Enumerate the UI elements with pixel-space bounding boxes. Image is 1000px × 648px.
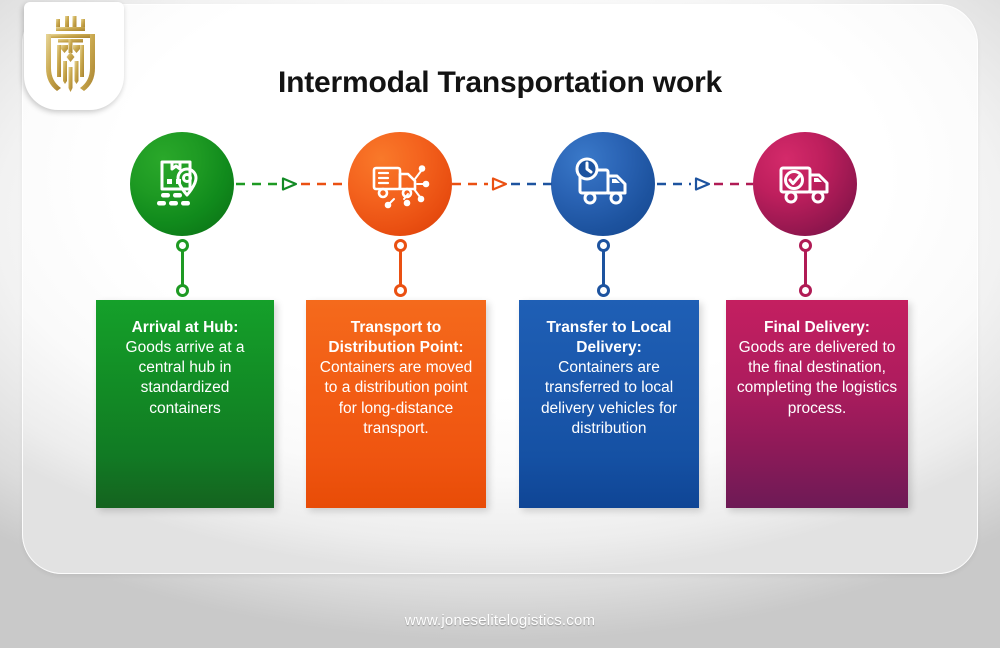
stem-line (398, 244, 402, 290)
step-4-stem (753, 236, 857, 298)
connector-1 (236, 177, 348, 191)
triangle-right-icon (491, 177, 508, 191)
stem-ring-top (596, 239, 610, 252)
step-card-1-heading: Arrival at Hub: (131, 319, 239, 336)
step-card-3-body: Containers are transferred to local deli… (540, 359, 678, 437)
dashed-arrow-connector-2 (452, 177, 552, 191)
triangle-right-icon (694, 177, 711, 191)
stem-ring-top (393, 239, 407, 252)
stem-ring-bottom (175, 284, 189, 297)
connector-2 (452, 177, 552, 191)
step-1-icon-circle[interactable] (130, 132, 234, 236)
step-card-1-body: Goods arrive at a central hub in standar… (125, 339, 245, 417)
stem-ring-top (798, 239, 812, 252)
step-2-icon-circle[interactable] (348, 132, 452, 236)
step-2-stem (348, 236, 452, 298)
truck-clock-icon (575, 157, 627, 205)
step-1-stem (130, 236, 234, 298)
step-card-2[interactable]: Transport to Distribution Point: Contain… (306, 300, 486, 508)
step-4 (753, 132, 857, 298)
step-card-4-heading: Final Delivery: (764, 319, 870, 336)
crest-shield-logo-icon (46, 16, 95, 92)
stem-ring-top (175, 239, 189, 252)
package-location-pin-icon (157, 160, 198, 206)
truck-check-icon (779, 166, 829, 204)
stem-line (803, 244, 807, 290)
triangle-right-icon (281, 177, 298, 191)
stem-line (601, 244, 605, 290)
step-card-3-heading: Transfer to Local Delivery: (546, 319, 672, 357)
step-card-1[interactable]: Arrival at Hub: Goods arrive at a centra… (96, 300, 274, 508)
page-title: Intermodal Transportation work (277, 66, 723, 99)
stem-line (180, 244, 184, 290)
dashed-arrow-connector-3 (657, 177, 753, 191)
step-card-3[interactable]: Transfer to Local Delivery: Containers a… (519, 300, 699, 508)
dashed-arrow-connector-1 (236, 177, 348, 191)
step-3-icon-circle[interactable] (551, 132, 655, 236)
stem-ring-bottom (393, 284, 407, 297)
step-card-2-heading: Transport to Distribution Point: (328, 319, 464, 357)
stem-ring-bottom (596, 284, 610, 297)
step-1 (130, 132, 234, 298)
step-4-icon-circle[interactable] (753, 132, 857, 236)
step-card-4[interactable]: Final Delivery: Goods are delivered to t… (726, 300, 908, 508)
step-2 (348, 132, 452, 298)
footer-website-link[interactable]: www.joneselitelogistics.com (404, 612, 596, 629)
truck-network-nodes-icon (372, 165, 430, 209)
connector-3 (657, 177, 753, 191)
step-card-4-body: Goods are delivered to the final destina… (736, 339, 898, 417)
step-3-stem (551, 236, 655, 298)
step-3 (551, 132, 655, 298)
company-logo (24, 2, 124, 110)
step-card-2-body: Containers are moved to a distribution p… (319, 359, 473, 437)
stem-ring-bottom (798, 284, 812, 297)
